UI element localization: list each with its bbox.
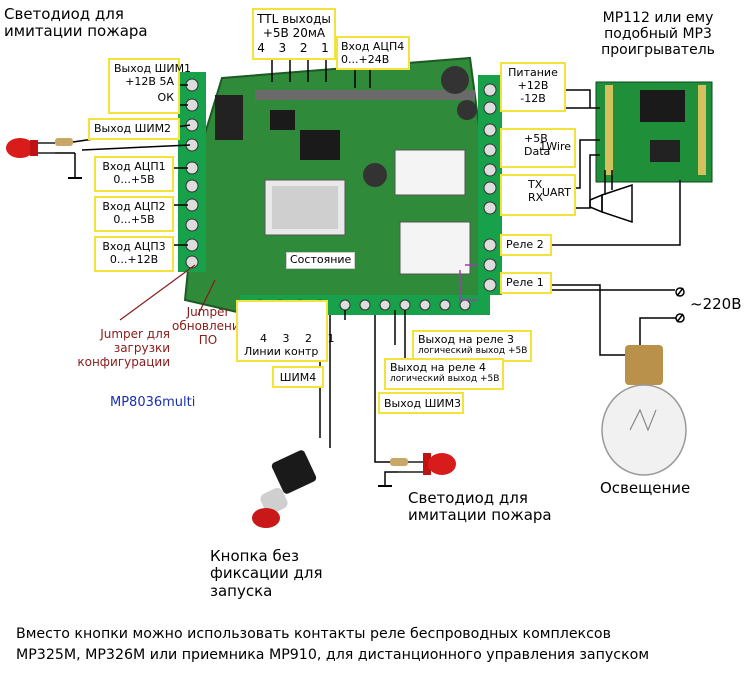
pwm2-box: Выход ШИМ2: [88, 118, 180, 140]
jumper-config-line2: загрузки: [113, 340, 170, 355]
push-button: [252, 315, 331, 528]
jumper-config-line3: конфигурации: [77, 354, 170, 369]
jumper-fw-caption: Jumper обновления ПО: [172, 305, 247, 347]
adc4-range: 0...+24В: [341, 53, 390, 67]
power-box: Питание +12В -12В: [500, 62, 566, 112]
pwm4-label: ШИМ4: [279, 371, 317, 384]
onewire-title: 1Wire: [539, 140, 571, 153]
bottom-led-caption-line2: имитации пожара: [408, 506, 552, 525]
onewire-data: Data: [524, 145, 551, 159]
pwm1-ok: ОК: [157, 91, 174, 105]
ttl-pin-4: 4: [257, 40, 267, 55]
pwm1-spec: +12В 5А: [125, 75, 174, 89]
adc1-box: Вход АЦП1 0...+5В: [94, 156, 174, 192]
lines-pin-4: 4: [260, 332, 273, 345]
ttl-connector: [271, 60, 371, 88]
model-label: MP8036multi: [110, 395, 196, 410]
uart-rx: RX: [528, 191, 544, 205]
relay3-out-sub: логический выход +5В: [418, 346, 528, 357]
uart-tx: TX: [528, 178, 543, 191]
jumper-config-caption: Jumper для загрузки конфигурации: [70, 327, 170, 369]
ttl-title: TTL выходы: [257, 12, 331, 26]
ttl-box: TTL выходы +5В 20мА 4 3 2 1: [252, 8, 336, 60]
right-terminal-block: [478, 75, 502, 295]
lighting-label: Освещение: [600, 479, 691, 497]
jumper-fw-line2: обновления: [172, 318, 247, 333]
jumper-fw-line1: Jumper: [186, 305, 230, 319]
adc1-title: Вход АЦП1: [102, 160, 166, 173]
relay-purple-wiring: [459, 264, 478, 301]
pwm3-label: Выход ШИМ3: [384, 397, 462, 410]
adc3-title: Вход АЦП3: [102, 240, 166, 253]
relay3-out-title: Выход на реле 3: [418, 333, 515, 346]
top-led-caption-line2: имитации пожара: [4, 22, 148, 41]
adc2-range: 0...+5В: [113, 213, 155, 227]
ttl-pin-2: 2: [299, 40, 310, 55]
button-caption: Кнопка без фиксации для запуска: [210, 547, 323, 600]
relay4-out-box: Выход на реле 4 логический выход +5В: [384, 358, 504, 390]
button-caption-line2: фиксации для: [210, 564, 323, 583]
onewire-5v: +5В: [524, 132, 548, 145]
mp3-caption: МР112 или ему подобный МР3 проигрыватель: [588, 10, 728, 58]
footer-line2: МР325М, МР326М или приемника МР910, для …: [16, 646, 650, 663]
button-caption-line1: Кнопка без: [210, 547, 299, 565]
jumper-fw-line3: ПО: [198, 332, 218, 347]
lines-label: Линии контр: [244, 345, 319, 359]
ttl-pins: 4 3 2 1: [254, 41, 334, 55]
relay1-box: Реле 1: [500, 272, 552, 294]
mp3-caption-line1: МР112 или ему: [602, 10, 714, 26]
relay2-box: Реле 2: [500, 234, 552, 256]
mp3-caption-line2: подобный МР3: [604, 26, 712, 43]
footer-note: Вместо кнопки можно использовать контакт…: [16, 624, 649, 665]
lines-pin-2: 2: [305, 332, 318, 345]
pwm1-box: Выход ШИМ1 +12В 5А ОК: [108, 58, 192, 114]
adc4-box: Вход АЦП4 0...+24В: [336, 36, 410, 70]
adc3-range: 0...+12В: [109, 253, 159, 267]
ttl-pin-3: 3: [278, 40, 289, 55]
pwm3-box: Выход ШИМ3: [378, 392, 464, 414]
led-bottom: [374, 315, 456, 487]
power-title: Питание: [508, 66, 558, 79]
pcb-board: [183, 56, 502, 317]
mp3-player-board: [595, 81, 713, 183]
uart-box: TX RX UART: [500, 174, 576, 216]
uart-title: UART: [541, 186, 571, 199]
light-bulb: [601, 345, 687, 476]
adc1-range: 0...+5В: [113, 173, 155, 187]
adc3-box: Вход АЦП3 0...+12В: [94, 236, 174, 272]
bottom-led-caption: Светодиод для имитации пожара: [408, 489, 552, 525]
jumper-config-line1: Jumper для: [100, 327, 170, 341]
left-terminal-block: [178, 72, 206, 272]
lines-pins: 4 3 2 1: [260, 332, 335, 345]
pwm1-title: Выход ШИМ1: [114, 62, 192, 75]
bottom-led-caption-line1: Светодиод для: [408, 489, 528, 507]
pwm2-title: Выход ШИМ2: [94, 122, 172, 135]
adc2-title: Вход АЦП2: [102, 200, 166, 213]
power-minus12: -12В: [520, 92, 546, 106]
lines-pin-3: 3: [282, 332, 296, 345]
onewire-box: +5В Data 1Wire: [500, 128, 576, 168]
lines-box: 4 3 2 1 Линии контр: [236, 300, 335, 362]
top-led-caption: Светодиод для имитации пожара: [4, 5, 148, 41]
relay2-label: Реле 2: [506, 238, 544, 251]
relay4-out-sub: логический выход +5В: [390, 374, 500, 385]
pwm4-box: ШИМ4: [272, 366, 324, 388]
footer-line1: Вместо кнопки можно использовать контакт…: [16, 626, 611, 642]
ttl-pin-1: 1: [321, 40, 331, 55]
ttl-subtitle: +5В 20мА: [262, 26, 326, 41]
adc2-box: Вход АЦП2 0...+5В: [94, 196, 174, 232]
lines-pin-1: 1: [327, 332, 341, 345]
top-led-caption-line1: Светодиод для: [4, 5, 124, 23]
state-label: Состояние: [286, 252, 356, 269]
mp3-caption-line3: проигрыватель: [601, 42, 715, 59]
power-plus12: +12В: [517, 79, 549, 93]
button-caption-line3: запуска: [210, 581, 273, 600]
relay4-out-title: Выход на реле 4: [390, 361, 487, 374]
relay1-label: Реле 1: [506, 276, 544, 289]
adc4-title: Вход АЦП4: [341, 40, 405, 53]
jumper-pointers: [119, 264, 216, 321]
relay3-out-box: Выход на реле 3 логический выход +5В: [412, 330, 532, 362]
voltage-label: ~220В: [690, 295, 742, 313]
